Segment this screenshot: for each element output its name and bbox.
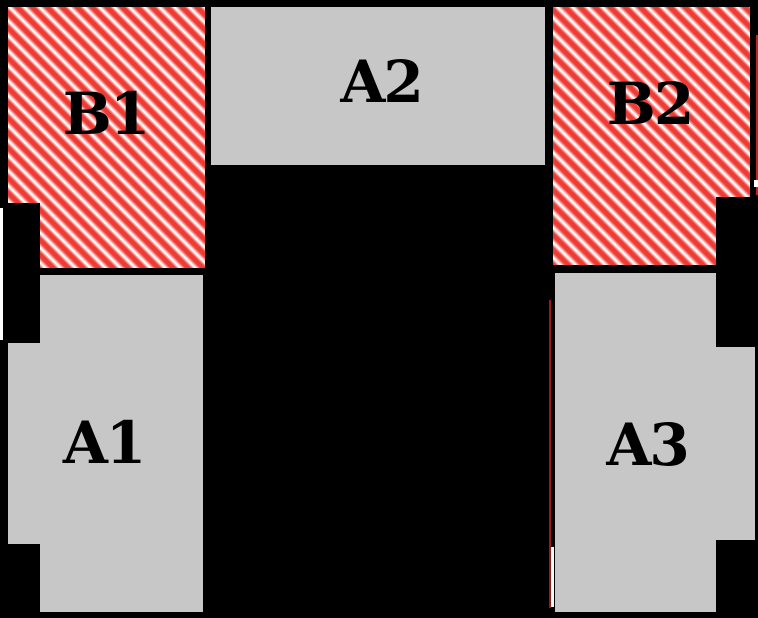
- room-a2-label: A2: [340, 48, 423, 116]
- left-edge-white-sliver: [0, 208, 3, 340]
- a3-left-white-line: [551, 547, 554, 607]
- room-a3-label: A3: [606, 410, 689, 479]
- a3-left-red-line: [549, 300, 551, 608]
- left-step-notch: [0, 203, 40, 343]
- room-b1: B1: [8, 7, 205, 268]
- room-b2-label: B2: [606, 70, 694, 138]
- right-step-notch: [716, 197, 758, 347]
- room-a1: A1: [8, 275, 203, 612]
- room-a2: A2: [211, 7, 545, 165]
- room-a1-label: A1: [62, 408, 146, 477]
- right-edge-red-sliver: [756, 35, 758, 195]
- right-edge-white-sliver: [754, 180, 758, 187]
- room-b1-label: B1: [62, 79, 150, 148]
